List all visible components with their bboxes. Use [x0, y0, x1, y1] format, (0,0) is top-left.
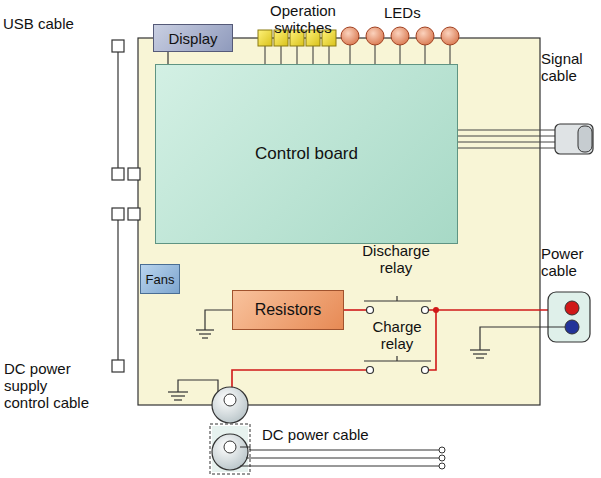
ground-symbol [480, 327, 565, 350]
cable-label: DC power cable [262, 426, 432, 443]
relay-contact [396, 296, 397, 301]
dc-connector [224, 394, 236, 406]
relay-contact [367, 367, 374, 374]
led-lamp [341, 27, 359, 45]
junction-dot [433, 307, 439, 313]
signal-wires [458, 142, 556, 143]
node-text: Fans [146, 272, 175, 287]
cable-label: USB cable [3, 15, 113, 32]
dc-power-wires [246, 458, 439, 459]
led-wires [400, 45, 401, 64]
power-connector [548, 292, 590, 342]
power-connector [565, 320, 579, 334]
cable-label: Power cable [541, 245, 599, 279]
side-cables [112, 208, 124, 220]
ground-symbol [205, 310, 232, 330]
switch-wires [297, 46, 298, 64]
power-wires [344, 309, 366, 311]
display-box: Display [153, 24, 233, 52]
led-wires [375, 45, 376, 64]
ground-symbol [473, 353, 487, 354]
signal-connector [578, 126, 592, 152]
ground-symbol [470, 349, 490, 350]
housing-board [138, 38, 540, 405]
signal-connector [555, 124, 593, 154]
relay-label: Discharge relay [357, 242, 435, 276]
ground-symbol [196, 329, 214, 330]
signal-wires [458, 148, 556, 149]
led-lamp [441, 27, 459, 45]
led-wires [350, 45, 351, 64]
cable-label: DC power supply control cable [4, 360, 94, 411]
dc-connector [212, 387, 248, 423]
cable-label: Signal cable [541, 50, 599, 84]
switch-wires [281, 46, 282, 64]
relay-contact [367, 307, 374, 314]
ground-symbol [196, 310, 232, 338]
operation-switch [258, 30, 272, 46]
side-cables [128, 168, 140, 180]
power-connector [548, 292, 590, 342]
ground-symbol [168, 391, 188, 392]
signal-wires [458, 130, 556, 148]
ground-symbol [470, 327, 565, 358]
side-cables [128, 208, 140, 220]
side-cables [112, 40, 140, 372]
relay-contact [422, 367, 429, 374]
side-cables [112, 360, 124, 372]
switch-wires [329, 46, 330, 64]
ground-symbol [178, 380, 218, 392]
ground-symbol [476, 357, 484, 358]
dc-power-wires [439, 463, 445, 469]
ground-symbol [199, 333, 211, 334]
resistor-box: Resistors [232, 290, 344, 330]
led-lamp [391, 27, 409, 45]
node-text: Resistors [255, 301, 322, 319]
ground-symbol [202, 337, 208, 338]
led-wires [450, 45, 451, 64]
signal-wires [458, 136, 556, 137]
relay-label: Charge relay [362, 318, 432, 352]
relay-contact [396, 356, 397, 361]
led-lamp [416, 27, 434, 45]
side-cables [112, 40, 124, 52]
wire-line [167, 52, 168, 64]
relay-contact [422, 307, 429, 314]
dc-power-wires [240, 447, 445, 469]
dc-connector [224, 441, 236, 453]
ground-symbol [171, 395, 185, 396]
dc-power-wires [240, 466, 439, 467]
ground-symbol [174, 399, 182, 400]
fan-box: Fans [140, 264, 180, 294]
led-wires [350, 45, 450, 64]
dc-connector [210, 387, 250, 474]
power-wires [232, 370, 366, 388]
switch-wires [313, 46, 314, 64]
dc-connector [212, 434, 248, 470]
signal-connector [555, 124, 593, 154]
control-board: Control board [155, 64, 458, 244]
side-cables [112, 168, 124, 180]
node-text: Control board [255, 144, 358, 164]
switch-wires [265, 46, 266, 64]
ground-symbol [168, 380, 218, 400]
part-label: LEDs [384, 4, 444, 21]
dc-connector [212, 426, 248, 472]
dc-power-wires [439, 447, 445, 453]
power-connector [565, 301, 579, 315]
signal-wires [458, 130, 556, 131]
part-label: Operation switches [262, 2, 344, 36]
led-lamp [366, 27, 384, 45]
led-wires [425, 45, 426, 64]
switch-wires [265, 46, 329, 64]
dc-power-wires [240, 447, 439, 450]
node-text: Display [168, 30, 217, 47]
wire-connector [168, 52, 169, 64]
side-cables [117, 220, 118, 360]
led-lamp [341, 27, 459, 45]
dc-power-wires [439, 455, 445, 461]
side-cables [117, 52, 118, 168]
